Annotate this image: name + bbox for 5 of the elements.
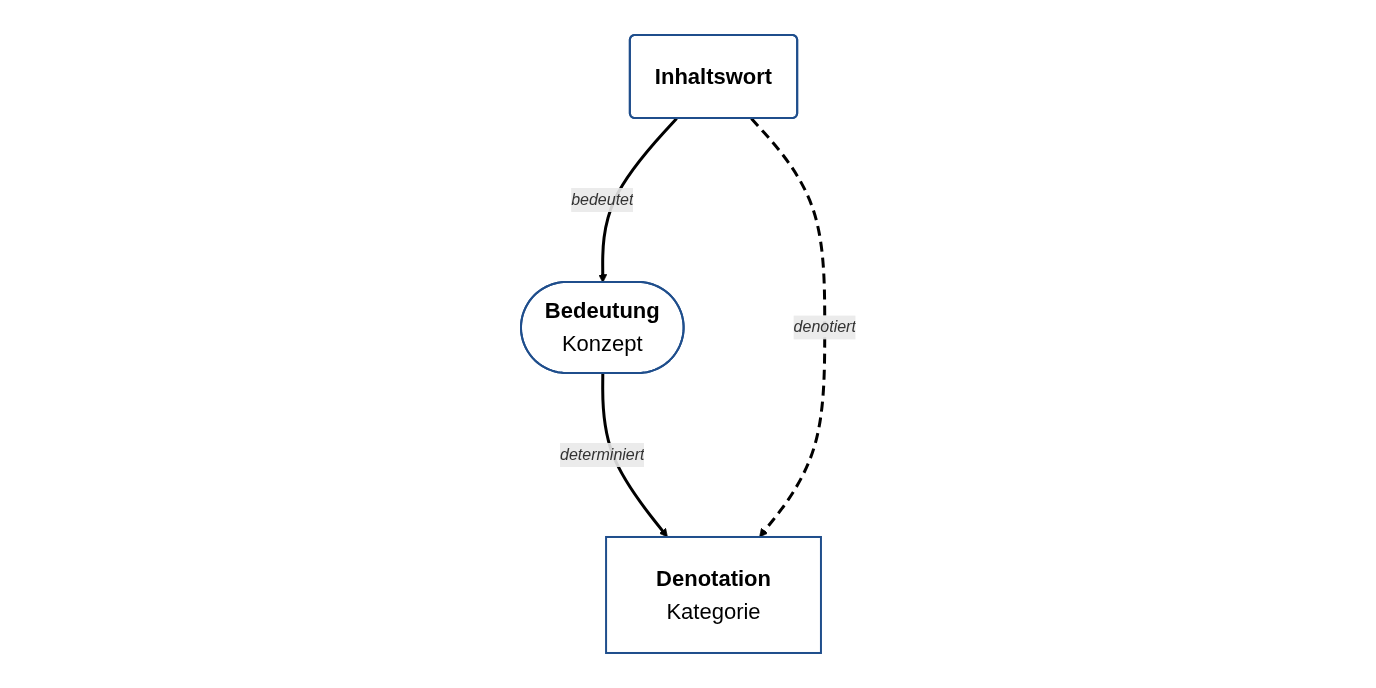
arrow — [749, 117, 826, 538]
edge-label: denotiert — [793, 318, 856, 336]
edge-label: bedeutet — [570, 191, 633, 208]
edge-label: determiniert — [559, 445, 645, 463]
node-box: Denotation Kategorie — [604, 536, 822, 654]
